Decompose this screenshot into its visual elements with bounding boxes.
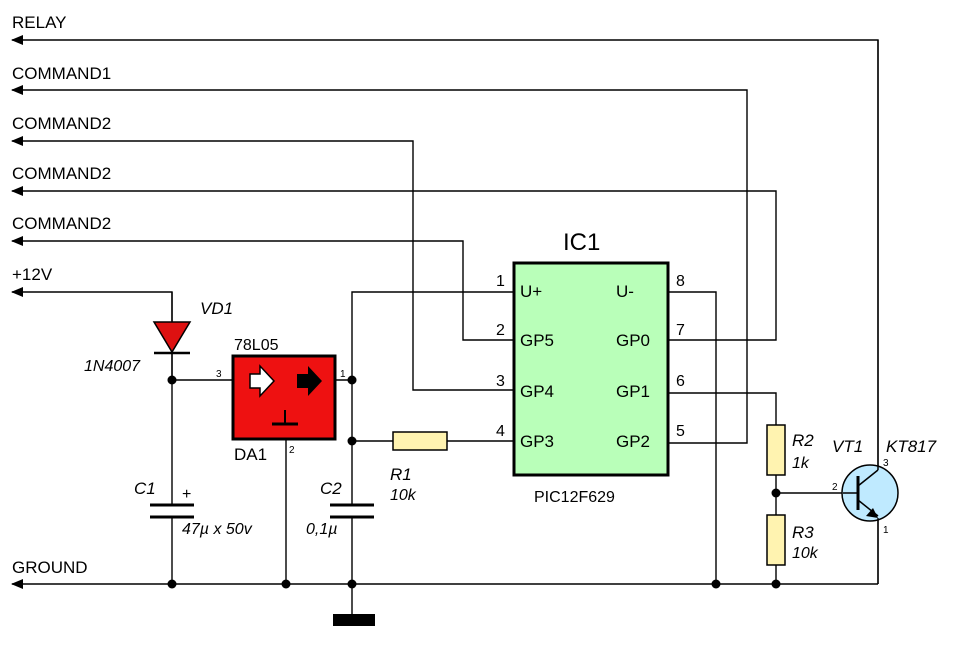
c1-ref: C1 bbox=[134, 479, 156, 498]
wire-command2-bottom bbox=[11, 236, 514, 341]
diode-part: 1N4007 bbox=[84, 358, 141, 375]
regulator-pin-in: 3 bbox=[216, 369, 222, 380]
r1-ref: R1 bbox=[390, 465, 412, 484]
capacitor-c1: C1 + 47µ x 50v bbox=[134, 479, 253, 538]
r2-ref: R2 bbox=[792, 431, 814, 450]
r3-value: 10k bbox=[792, 545, 819, 562]
ic1-pin-number: 3 bbox=[496, 373, 505, 390]
transistor-pin-c: 3 bbox=[883, 458, 889, 469]
c1-polarity: + bbox=[182, 486, 191, 503]
net-label-command1: COMMAND1 bbox=[12, 64, 111, 83]
regulator-pin-gnd: 2 bbox=[289, 445, 295, 456]
net-label-ground: GROUND bbox=[12, 558, 88, 577]
diode-ref: VD1 bbox=[200, 299, 233, 318]
diode-vd1: VD1 1N4007 bbox=[84, 299, 233, 380]
regulator-pin-out: 1 bbox=[340, 369, 346, 380]
ic1-pin-name: GP3 bbox=[520, 432, 554, 451]
transistor-pin-e: 1 bbox=[883, 525, 889, 536]
wire-command2-top bbox=[11, 136, 514, 391]
resistor-r2: R2 1k bbox=[766, 424, 814, 476]
net-label-command2-middle: COMMAND2 bbox=[12, 164, 111, 183]
regulator-part: 78L05 bbox=[234, 337, 279, 354]
ground-symbol bbox=[333, 614, 375, 626]
net-label-supply: +12V bbox=[12, 265, 53, 284]
ic1-pin-name: U- bbox=[616, 282, 634, 301]
ic1-pin-number: 4 bbox=[496, 423, 505, 440]
transistor-part: KT817 bbox=[886, 437, 937, 456]
junction-dots bbox=[167, 375, 781, 589]
arrow-right-icon bbox=[249, 364, 276, 398]
c2-value: 0,1µ bbox=[306, 521, 337, 538]
capacitor-c2: C2 0,1µ bbox=[306, 479, 374, 538]
ic1-pin-number: 2 bbox=[496, 322, 505, 339]
ic1-pin-name: GP1 bbox=[616, 382, 650, 401]
ic1-pin-name: GP5 bbox=[520, 331, 554, 350]
ic1-ref: IC1 bbox=[563, 229, 600, 256]
ic1-chip: IC1 PIC12F629 1 U+ 2 GP5 3 GP4 4 GP3 8 U… bbox=[496, 229, 685, 506]
ic1-pin-name: GP4 bbox=[520, 382, 554, 401]
regulator-ref: DA1 bbox=[234, 445, 267, 464]
ic1-pin-name: U+ bbox=[520, 282, 542, 301]
ic1-pin-number: 7 bbox=[676, 322, 685, 339]
ic1-pin-name: GP0 bbox=[616, 331, 650, 350]
regulator-da1: 78L05 DA1 3 1 2 bbox=[216, 337, 346, 464]
ic1-pin-number: 5 bbox=[676, 423, 685, 440]
net-label-command2-top: COMMAND2 bbox=[12, 114, 111, 133]
r3-ref: R3 bbox=[792, 523, 814, 542]
resistor-r1: R1 10k bbox=[390, 431, 448, 504]
net-label-command2-bottom: COMMAND2 bbox=[12, 214, 111, 233]
ic1-pin-number: 6 bbox=[676, 373, 685, 390]
r1-value: 10k bbox=[390, 487, 417, 504]
c1-value: 47µ x 50v bbox=[182, 521, 253, 538]
ic1-part: PIC12F629 bbox=[534, 489, 615, 506]
c2-ref: C2 bbox=[320, 479, 342, 498]
r2-value: 1k bbox=[792, 455, 810, 472]
transistor-pin-b: 2 bbox=[832, 482, 838, 493]
resistor-r3: R3 10k bbox=[766, 514, 819, 566]
ic1-pin-number: 8 bbox=[676, 273, 685, 290]
transistor-vt1: VT1 KT817 3 2 1 bbox=[832, 40, 937, 584]
ic1-pin-name: GP2 bbox=[616, 432, 650, 451]
net-label-relay: RELAY bbox=[12, 13, 67, 32]
wire-relay bbox=[11, 35, 879, 584]
transistor-ref: VT1 bbox=[832, 437, 863, 456]
ic1-pin-number: 1 bbox=[496, 273, 505, 290]
arrow-right-icon bbox=[297, 366, 322, 396]
wire-command1 bbox=[11, 85, 748, 444]
wire-command2-middle bbox=[11, 186, 777, 341]
